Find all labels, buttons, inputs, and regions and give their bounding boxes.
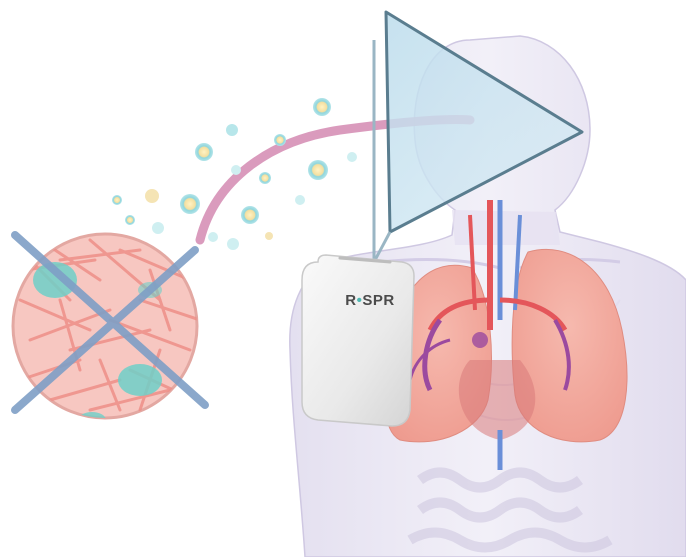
brand-suffix: SPR (362, 292, 394, 309)
respr-device (302, 255, 414, 426)
bubbles (112, 98, 357, 250)
device-brand-label: R•SPR (330, 292, 410, 309)
brand-prefix: R (345, 292, 356, 309)
